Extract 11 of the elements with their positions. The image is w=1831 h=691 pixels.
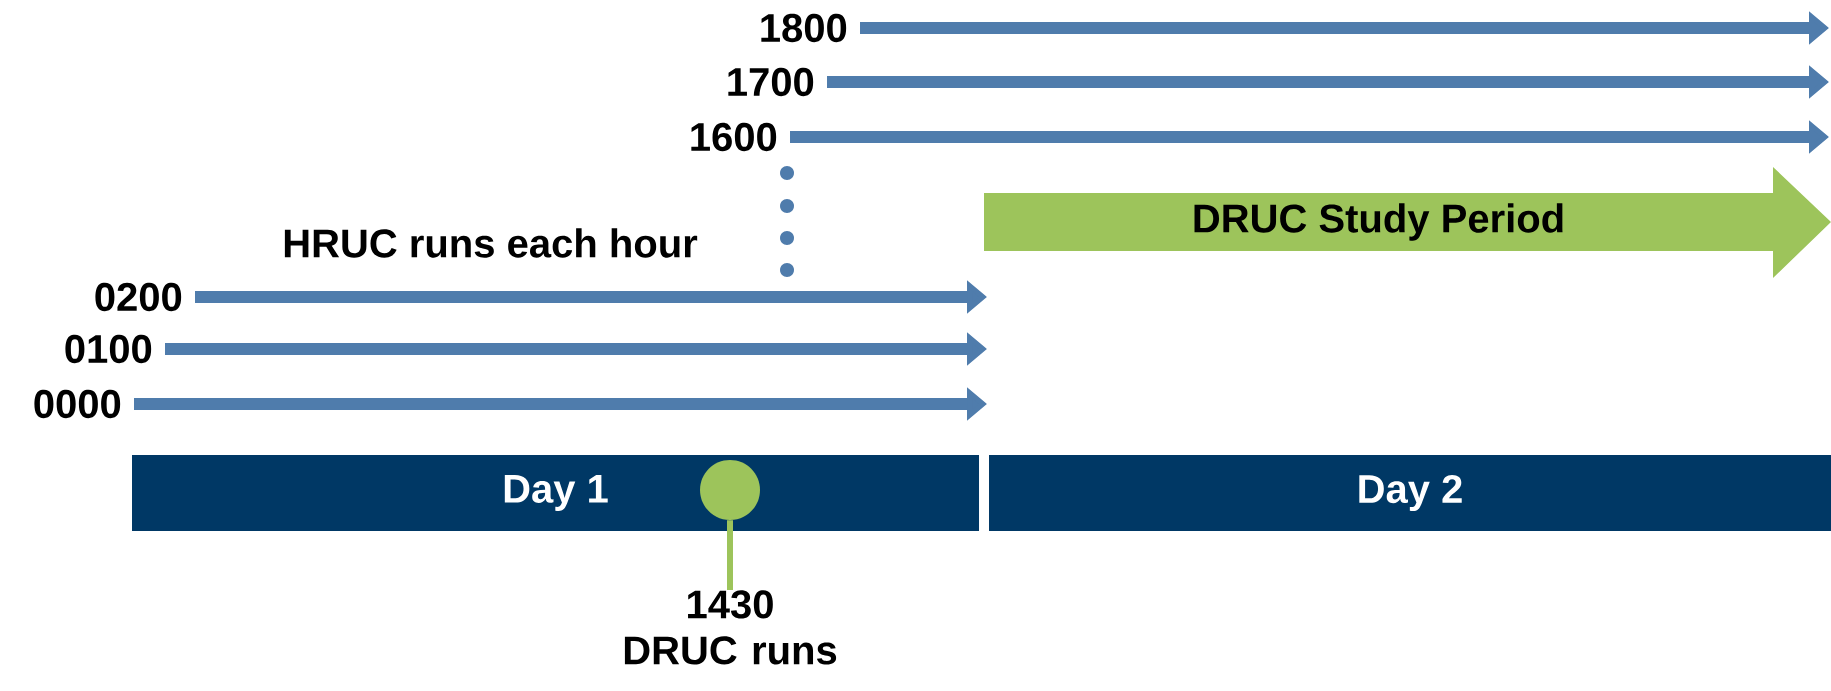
annotation: HRUC runs each hour [284,228,698,258]
time-label: 0100 [65,334,152,364]
day-bar: Day 2 [989,455,1831,531]
time-label: 1600 [691,122,777,152]
event-caption: 1430 DRUC runs [624,590,837,665]
time-label: 0000 [34,389,121,419]
pin-marker [700,460,760,520]
time-label: 1800 [761,13,847,43]
time-label: 1700 [728,67,814,97]
day-bar: Day 1 [132,455,979,531]
time-label: 0200 [95,282,182,312]
